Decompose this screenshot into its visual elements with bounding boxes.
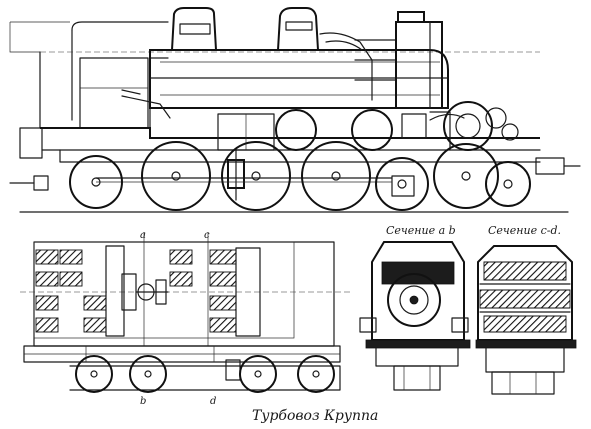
side-elevation <box>9 7 581 213</box>
marker-a: a <box>140 230 146 241</box>
marker-b: b <box>140 396 146 407</box>
section-cd <box>475 245 577 395</box>
plan-view <box>20 232 350 393</box>
section-ab-label: Сечение a b <box>386 224 456 237</box>
section-ab <box>359 241 471 391</box>
marker-c: c <box>204 230 210 241</box>
side-wheels <box>69 141 531 211</box>
section-cd-label: Сечение c-d. <box>488 224 561 237</box>
marker-d: d <box>210 396 216 407</box>
figure-caption: Турбовоз Круппа <box>252 408 378 424</box>
